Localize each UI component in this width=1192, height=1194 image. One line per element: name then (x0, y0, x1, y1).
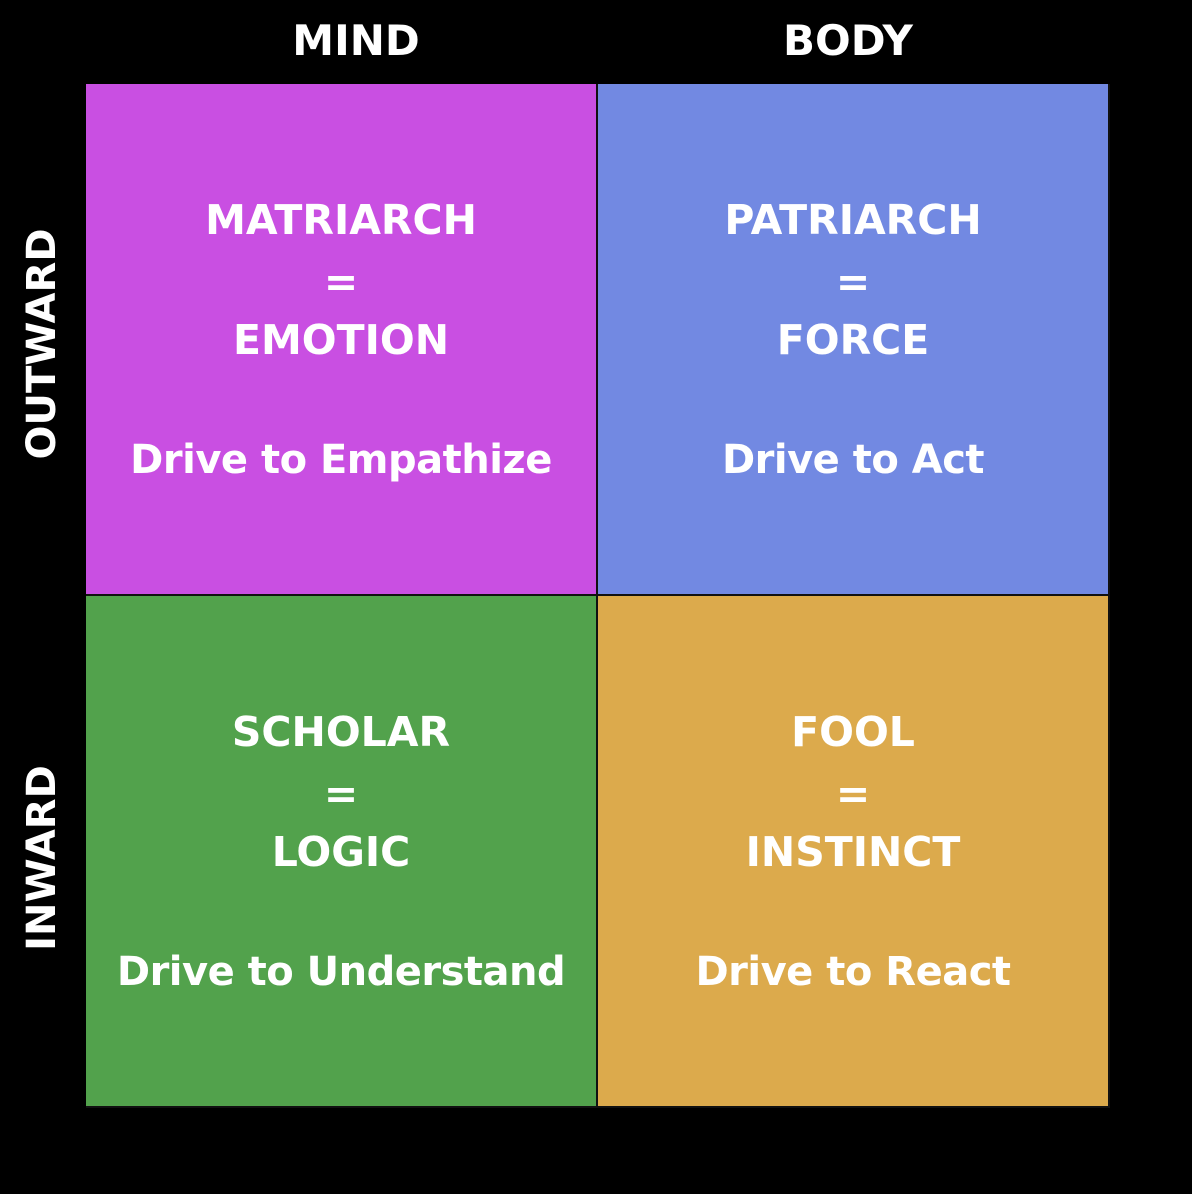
quadrant-fool: FOOL = INSTINCT Drive to React (598, 596, 1108, 1106)
equals-sign: = (323, 770, 359, 818)
quadrant-title: PATRIARCH (724, 196, 982, 244)
column-header-mind: MIND (292, 16, 420, 65)
row-header-inward: INWARD (19, 765, 65, 951)
quadrant-trait: LOGIC (271, 828, 411, 876)
quadrant-title: MATRIARCH (205, 196, 477, 244)
quadrant-title: FOOL (791, 708, 915, 756)
quadrant-drive: Drive to Understand (116, 949, 566, 995)
equals-sign: = (835, 258, 871, 306)
quadrant-patriarch: PATRIARCH = FORCE Drive to Act (598, 84, 1108, 594)
quadrant-title: SCHOLAR (231, 708, 451, 756)
quadrant-trait: FORCE (776, 316, 930, 364)
quadrant-drive: Drive to Empathize (130, 437, 552, 483)
equals-sign: = (835, 770, 871, 818)
quadrant-drive: Drive to React (695, 949, 1011, 995)
column-header-body: BODY (783, 16, 913, 65)
quadrant-drive: Drive to Act (721, 437, 985, 483)
row-header-outward: OUTWARD (19, 228, 65, 460)
quadrant-matriarch: MATRIARCH = EMOTION Drive to Empathize (86, 84, 596, 594)
quadrant-grid: MATRIARCH = EMOTION Drive to Empathize P… (86, 84, 1110, 1108)
quadrant-trait: EMOTION (232, 316, 450, 364)
equals-sign: = (323, 258, 359, 306)
quadrant-trait: INSTINCT (745, 828, 961, 876)
quadrant-scholar: SCHOLAR = LOGIC Drive to Understand (86, 596, 596, 1106)
